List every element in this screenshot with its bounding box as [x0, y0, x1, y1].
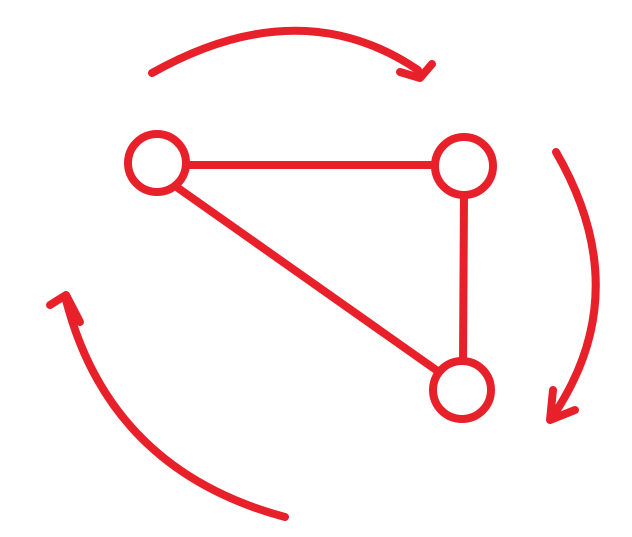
- node-bottom-right: [429, 357, 495, 423]
- arrow-right: [546, 148, 600, 424]
- edge-top-left-to-bottom-right: [174, 184, 443, 376]
- arrow-bottom-left: [46, 291, 289, 521]
- arrow-top: [148, 26, 436, 82]
- edge-top-right-to-bottom-right: [459, 191, 468, 366]
- node-top-left: [124, 130, 190, 196]
- node-top-right: [431, 133, 497, 199]
